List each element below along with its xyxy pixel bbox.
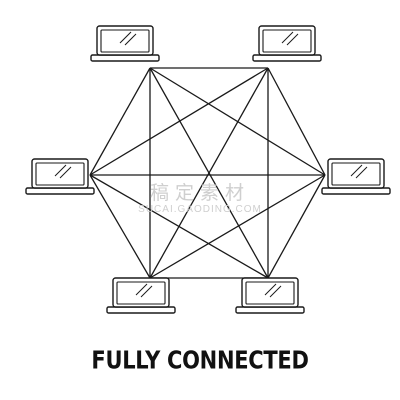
laptop-right-icon bbox=[321, 158, 391, 195]
laptop-bottom-left-icon bbox=[106, 277, 176, 314]
connection-line-laptop-top-right-laptop-right bbox=[267, 67, 326, 176]
laptop-top-left-icon bbox=[90, 25, 160, 62]
connection-line-laptop-top-left-laptop-left bbox=[89, 67, 151, 176]
laptop-bottom-right-icon bbox=[235, 277, 305, 314]
connection-lines bbox=[89, 67, 326, 279]
connection-line-laptop-right-laptop-bottom-right bbox=[267, 174, 326, 279]
connection-line-laptop-right-laptop-bottom-left bbox=[149, 174, 326, 279]
laptop-top-right-icon bbox=[252, 25, 322, 62]
connection-line-laptop-bottom-right-laptop-left bbox=[89, 174, 269, 279]
connection-line-laptop-top-right-laptop-left bbox=[89, 67, 269, 176]
laptop-nodes bbox=[25, 25, 391, 314]
connection-line-laptop-top-right-laptop-bottom-left bbox=[149, 67, 269, 279]
laptop-left-icon bbox=[25, 158, 95, 195]
diagram-title: FULLY CONNECTED bbox=[91, 346, 309, 375]
connection-line-laptop-bottom-left-laptop-left bbox=[89, 174, 151, 279]
